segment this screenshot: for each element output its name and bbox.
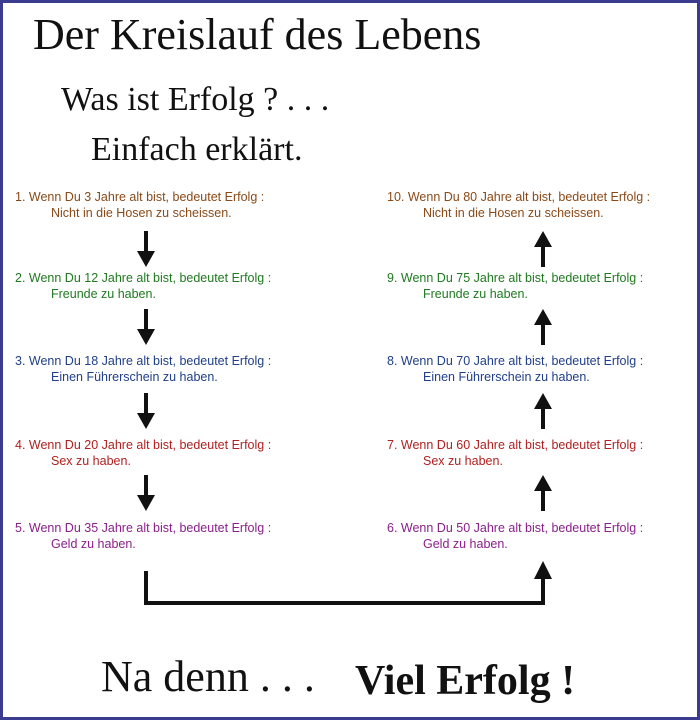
right-item-10-line2: Nicht in die Hosen zu scheissen. xyxy=(423,206,604,220)
flow-arrows xyxy=(137,231,552,605)
right-item-9: 9. Wenn Du 75 Jahre alt bist, bedeutet E… xyxy=(387,270,643,302)
left-item-4-line1: 4. Wenn Du 20 Jahre alt bist, bedeutet E… xyxy=(15,438,272,452)
left-item-2: 2. Wenn Du 12 Jahre alt bist, bedeutet E… xyxy=(15,270,271,302)
poster-subtitle: Was ist Erfolg ? . . . xyxy=(61,81,330,118)
right-item-8: 8. Wenn Du 70 Jahre alt bist, bedeutet E… xyxy=(387,353,643,385)
right-item-10: 10. Wenn Du 80 Jahre alt bist, bedeutet … xyxy=(387,189,650,221)
right-item-7: 7. Wenn Du 60 Jahre alt bist, bedeutet E… xyxy=(387,437,643,469)
arrow-down-1 xyxy=(137,231,155,267)
right-item-6-line2: Geld zu haben. xyxy=(423,537,508,551)
right-item-8-line2: Einen Führerschein zu haben. xyxy=(423,370,590,384)
footer-right-text: Viel Erfolg ! xyxy=(355,658,576,704)
right-item-10-line1: 10. Wenn Du 80 Jahre alt bist, bedeutet … xyxy=(387,190,651,204)
right-item-6-line1: 6. Wenn Du 50 Jahre alt bist, bedeutet E… xyxy=(387,521,644,535)
footer-left-text: Na denn . . . xyxy=(101,652,315,701)
arrow-up-3 xyxy=(534,393,552,429)
right-item-7-line2: Sex zu haben. xyxy=(423,454,503,468)
right-item-6: 6. Wenn Du 50 Jahre alt bist, bedeutet E… xyxy=(387,520,643,552)
right-item-9-line2: Freunde zu haben. xyxy=(423,287,528,301)
left-item-4-line2: Sex zu haben. xyxy=(51,454,131,468)
bottom-connector-arrow xyxy=(144,561,552,605)
arrow-up-1 xyxy=(534,231,552,267)
left-item-4: 4. Wenn Du 20 Jahre alt bist, bedeutet E… xyxy=(15,437,271,469)
arrow-down-2 xyxy=(137,309,155,345)
left-item-5: 5. Wenn Du 35 Jahre alt bist, bedeutet E… xyxy=(15,520,271,552)
right-item-8-line1: 8. Wenn Du 70 Jahre alt bist, bedeutet E… xyxy=(387,354,644,368)
right-item-9-line1: 9. Wenn Du 75 Jahre alt bist, bedeutet E… xyxy=(387,271,644,285)
arrow-down-3 xyxy=(137,393,155,429)
left-item-5-line2: Geld zu haben. xyxy=(51,537,136,551)
left-item-3-line2: Einen Führerschein zu haben. xyxy=(51,370,218,384)
left-item-5-line1: 5. Wenn Du 35 Jahre alt bist, bedeutet E… xyxy=(15,521,272,535)
arrow-down-4 xyxy=(137,475,155,511)
left-item-3-line1: 3. Wenn Du 18 Jahre alt bist, bedeutet E… xyxy=(15,354,272,368)
left-item-2-line2: Freunde zu haben. xyxy=(51,287,156,301)
arrow-up-4 xyxy=(534,475,552,511)
left-item-3: 3. Wenn Du 18 Jahre alt bist, bedeutet E… xyxy=(15,353,271,385)
poster-title: Der Kreislauf des Lebens xyxy=(33,10,482,59)
arrow-up-2 xyxy=(534,309,552,345)
left-item-1-line1: 1. Wenn Du 3 Jahre alt bist, bedeutet Er… xyxy=(15,190,265,204)
poster-subtitle-2: Einfach erklärt. xyxy=(91,131,303,168)
left-item-2-line1: 2. Wenn Du 12 Jahre alt bist, bedeutet E… xyxy=(15,271,272,285)
left-item-1-line2: Nicht in die Hosen zu scheissen. xyxy=(51,206,232,220)
right-item-7-line1: 7. Wenn Du 60 Jahre alt bist, bedeutet E… xyxy=(387,438,644,452)
left-item-1: 1. Wenn Du 3 Jahre alt bist, bedeutet Er… xyxy=(15,189,264,221)
